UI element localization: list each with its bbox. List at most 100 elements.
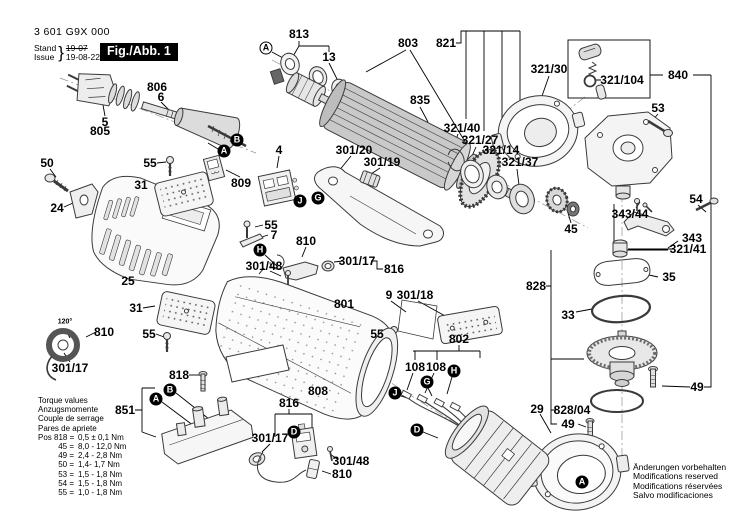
cover-plate-31-top-drawing — [154, 171, 214, 217]
bearing-flange-drawing — [490, 95, 586, 167]
part-callout: 821 — [435, 36, 457, 50]
part-callout: 810 — [93, 325, 115, 339]
torque-row: 53 =1,5 - 1,8 Nm — [38, 470, 126, 479]
vent-plate-drawing — [437, 305, 503, 345]
torque-pos: Pos 818 = — [38, 432, 75, 442]
part-callout: 7 — [270, 228, 278, 242]
torque-pos: 49 = — [58, 451, 74, 461]
title-block: 3 601 G9X 000 Stand Issue } 19-07 19-08-… — [34, 26, 110, 63]
part-callout: 33 — [561, 308, 575, 322]
issue-date: 19-08-22 — [65, 52, 100, 62]
torque-value: 1,5 - 1,8 Nm — [78, 469, 123, 479]
old-issue-date: 19-07 — [65, 43, 88, 53]
part-callout: 4 — [275, 143, 283, 157]
part-callout: 813 — [288, 27, 310, 41]
part-callout: 809 — [230, 176, 252, 190]
assembly-marker: G — [311, 191, 325, 205]
part-callout: 816 — [278, 396, 300, 410]
torque-pos: 50 = — [58, 460, 74, 470]
part-callout: 808 — [307, 384, 329, 398]
assembly-marker: H — [253, 243, 267, 257]
field-coil-drawing — [400, 389, 550, 506]
part-callout: 301/17 — [338, 254, 376, 268]
torque-row: 54 =1,5 - 1,8 Nm — [38, 479, 126, 488]
cover-plate-31-bottom-drawing — [156, 291, 216, 335]
part-callout: 816 — [383, 262, 405, 276]
part-callout: 828/04 — [553, 403, 591, 417]
wire-clip-drawing — [46, 328, 80, 381]
assembly-marker: A — [575, 475, 589, 489]
part-callout: 6 — [157, 90, 165, 104]
assembly-marker: B — [230, 133, 244, 147]
part-callout: 5 — [101, 115, 109, 129]
figure-label: Fig./Abb. 1 — [100, 43, 178, 61]
part-callout: 301/19 — [363, 155, 401, 169]
part-callout: 321/37 — [501, 155, 539, 169]
parts-layer — [44, 43, 719, 511]
part-callout: 321/40 — [443, 121, 481, 135]
torque-row: 45 = 8,0 - 12,0 Nm — [38, 442, 126, 451]
part-callout: 108 — [404, 360, 426, 374]
torque-value: 2,4 - 2,8 Nm — [78, 451, 123, 461]
assembly-marker: A — [217, 144, 231, 158]
part-callout: 802 — [448, 332, 470, 346]
part-callout: 35 — [662, 270, 676, 284]
part-callout: 301/17 — [251, 431, 289, 445]
torque-row: Pos 818 =0,5 ± 0,1 Nm — [38, 433, 126, 442]
part-callout: 818 — [168, 368, 190, 382]
torque-value: 0,5 ± 0,1 Nm — [78, 432, 124, 442]
part-callout: 301/17 — [51, 361, 89, 375]
part-callout: 49 — [690, 380, 704, 394]
torque-title-line: Anzugsmomente — [38, 405, 99, 415]
torque-value: 1,0 - 1,8 Nm — [78, 488, 123, 498]
clamp-flange-drawing — [524, 433, 630, 511]
assembly-marker: A — [149, 392, 163, 406]
assembly-marker: B — [163, 383, 177, 397]
window-drawing — [397, 299, 438, 340]
part-callout: 24 — [50, 201, 64, 215]
bearing-rings-drawing — [447, 148, 580, 217]
torque-title-line: Pares de apriete — [38, 423, 97, 433]
nameplate-drawing — [225, 344, 290, 383]
part-callout: 801 — [333, 297, 355, 311]
torque-row: 55 = 1,0 - 1,8 Nm — [38, 488, 126, 497]
torque-pos: 54 = — [58, 478, 74, 488]
issue-label: Issue — [34, 52, 55, 62]
service-plate-drawing — [161, 371, 254, 465]
part-callout: 9 — [385, 288, 393, 302]
switch-drawing — [257, 169, 299, 207]
part-callout: 835 — [409, 93, 431, 107]
gear-housing-drawing — [584, 111, 673, 200]
part-callout: 851 — [114, 403, 136, 417]
torque-title-line: Couple de serrage — [38, 414, 104, 424]
part-callout: 343/44 — [611, 207, 649, 221]
revision-brace: } — [58, 43, 64, 62]
assembly-marker: A — [259, 41, 273, 55]
modification-note-line: Salvo modificaciones — [633, 490, 713, 501]
part-callout: 810 — [331, 467, 353, 481]
lock-lever-drawing — [623, 197, 719, 237]
part-callout: 55 — [264, 218, 278, 232]
assembly-marker: H — [447, 364, 461, 378]
torque-value: 8,0 - 12,0 Nm — [78, 442, 127, 452]
part-callout: 803 — [397, 36, 419, 50]
part-callout: 301/48 — [245, 259, 283, 273]
latch-cluster-drawing — [258, 254, 335, 286]
part-callout: 50 — [40, 156, 54, 170]
part-callout: 45 — [564, 222, 578, 236]
part-callout: 13 — [322, 50, 336, 64]
assembly-marker: J — [388, 386, 402, 400]
part-number: 3 601 G9X 000 — [34, 26, 110, 38]
torque-pos: 55 = — [58, 488, 74, 498]
modification-note-line: Modifications reserved — [633, 471, 719, 482]
torque-row: 50 =1,4- 1,7 Nm — [38, 460, 126, 469]
torque-pos: 45 = — [58, 442, 74, 452]
assembly-marker: G — [420, 375, 434, 389]
spindle-lock-button-drawing — [578, 43, 607, 100]
part-callout: 301/20 — [335, 143, 373, 157]
brush-holder-drawing — [202, 154, 226, 182]
